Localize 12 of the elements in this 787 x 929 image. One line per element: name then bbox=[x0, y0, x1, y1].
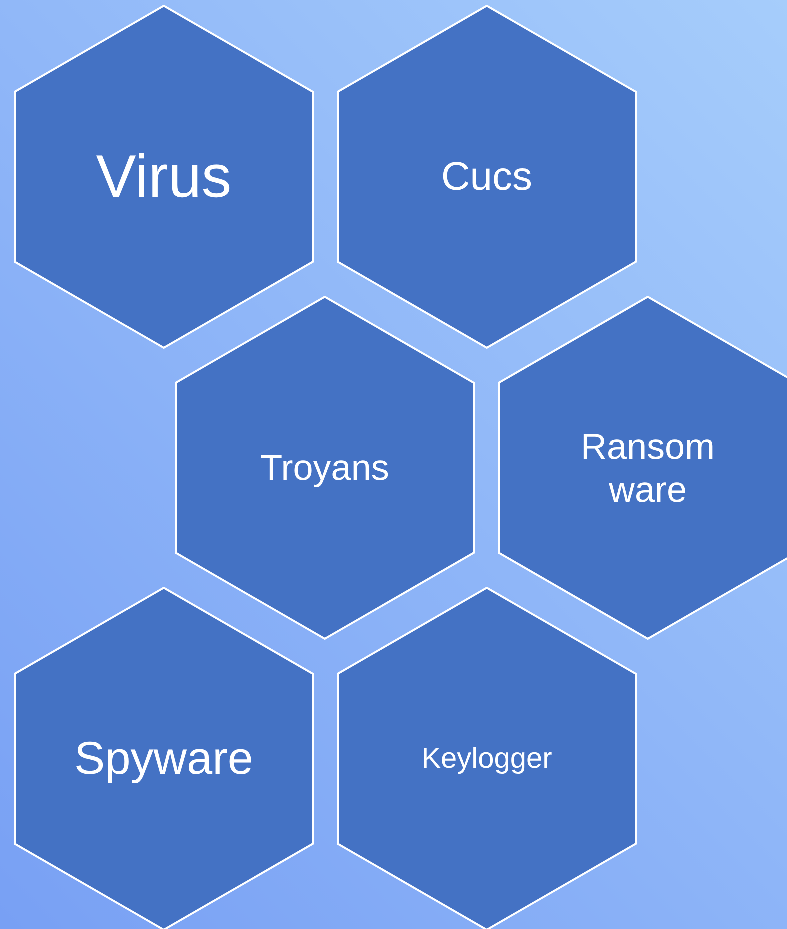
hexagon-label: Troyans bbox=[260, 446, 390, 490]
hexagon-label: Keylogger bbox=[422, 742, 552, 776]
hexagon-label: Ransom ware bbox=[580, 424, 716, 512]
hexagon-label: Cucs bbox=[441, 154, 533, 201]
hexagon bbox=[175, 296, 475, 640]
hexagon bbox=[337, 587, 637, 929]
hexagon-label: Spyware bbox=[74, 731, 254, 786]
hexagon bbox=[14, 5, 314, 349]
hexagon bbox=[498, 296, 787, 640]
hexagon bbox=[337, 5, 637, 349]
hexagon-label: Virus bbox=[96, 142, 232, 212]
hexagon bbox=[14, 587, 314, 929]
